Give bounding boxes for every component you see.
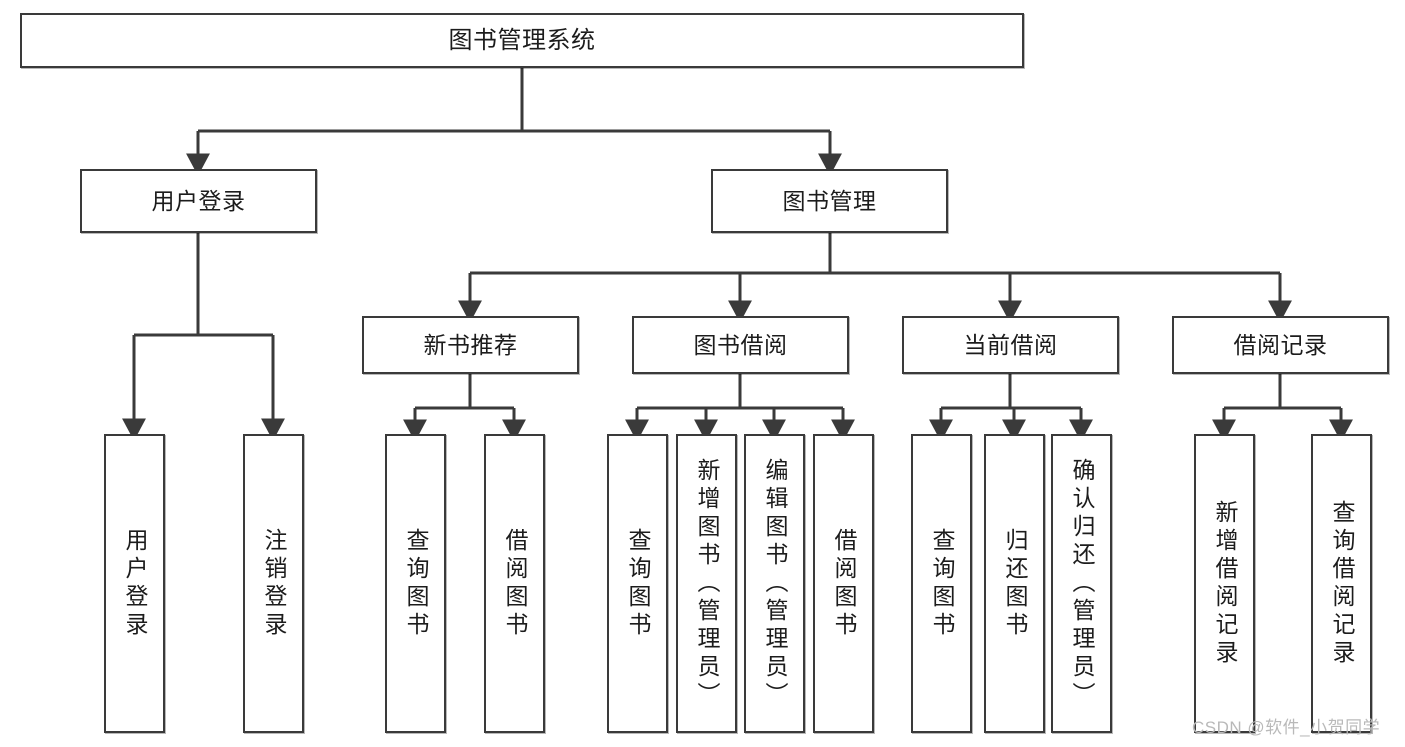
node-current-borrow[interactable]: 当前借阅 (902, 316, 1119, 374)
csdn-watermark: CSDN @软件_小贺同学 (1192, 718, 1381, 737)
node-borrow-record-label: 借阅记录 (1233, 331, 1328, 358)
node-leaf-query-book-2[interactable]: 查询图书 (607, 434, 668, 733)
node-leaf-borrow-book-1-label: 借阅图书 (502, 527, 528, 640)
node-leaf-user-login[interactable]: 用户登录 (104, 434, 165, 733)
node-book-manage-label: 图书管理 (782, 187, 877, 214)
node-new-book-recommend-label: 新书推荐 (423, 331, 518, 358)
node-leaf-query-borrow-record[interactable]: 查询借阅记录 (1311, 434, 1372, 733)
node-leaf-query-book-3-label: 查询图书 (929, 527, 955, 640)
node-leaf-query-book-2-label: 查询图书 (625, 527, 651, 640)
node-borrow-record[interactable]: 借阅记录 (1172, 316, 1389, 374)
node-leaf-borrow-book-1[interactable]: 借阅图书 (484, 434, 545, 733)
node-leaf-add-book-admin-label: 新增图书（管理员） (694, 457, 720, 710)
node-leaf-borrow-book-2[interactable]: 借阅图书 (813, 434, 874, 733)
node-leaf-query-book-1[interactable]: 查询图书 (385, 434, 446, 733)
node-leaf-query-book-3[interactable]: 查询图书 (911, 434, 972, 733)
node-leaf-confirm-return-admin[interactable]: 确认归还（管理员） (1051, 434, 1112, 733)
node-current-borrow-label: 当前借阅 (963, 331, 1058, 358)
node-leaf-query-borrow-record-label: 查询借阅记录 (1329, 499, 1355, 668)
node-leaf-query-book-1-label: 查询图书 (403, 527, 429, 640)
node-leaf-edit-book-admin[interactable]: 编辑图书（管理员） (744, 434, 805, 733)
node-leaf-return-book-label: 归还图书 (1002, 527, 1028, 640)
node-leaf-borrow-book-2-label: 借阅图书 (831, 527, 857, 640)
node-book-borrow-label: 图书借阅 (693, 331, 788, 358)
node-leaf-logout-login-label: 注销登录 (261, 527, 287, 640)
node-leaf-edit-book-admin-label: 编辑图书（管理员） (762, 457, 788, 710)
node-leaf-add-book-admin[interactable]: 新增图书（管理员） (676, 434, 737, 733)
node-book-borrow[interactable]: 图书借阅 (632, 316, 849, 374)
node-book-manage[interactable]: 图书管理 (711, 169, 948, 233)
node-user-login-label: 用户登录 (151, 187, 246, 214)
node-leaf-add-borrow-record-label: 新增借阅记录 (1212, 499, 1238, 668)
node-leaf-confirm-return-admin-label: 确认归还（管理员） (1069, 457, 1095, 710)
node-user-login[interactable]: 用户登录 (80, 169, 317, 233)
node-root[interactable]: 图书管理系统 (20, 13, 1024, 68)
node-root-label: 图书管理系统 (448, 26, 596, 54)
node-leaf-add-borrow-record[interactable]: 新增借阅记录 (1194, 434, 1255, 733)
node-leaf-return-book[interactable]: 归还图书 (984, 434, 1045, 733)
node-leaf-user-login-label: 用户登录 (122, 527, 148, 640)
node-leaf-logout-login[interactable]: 注销登录 (243, 434, 304, 733)
node-new-book-recommend[interactable]: 新书推荐 (362, 316, 579, 374)
